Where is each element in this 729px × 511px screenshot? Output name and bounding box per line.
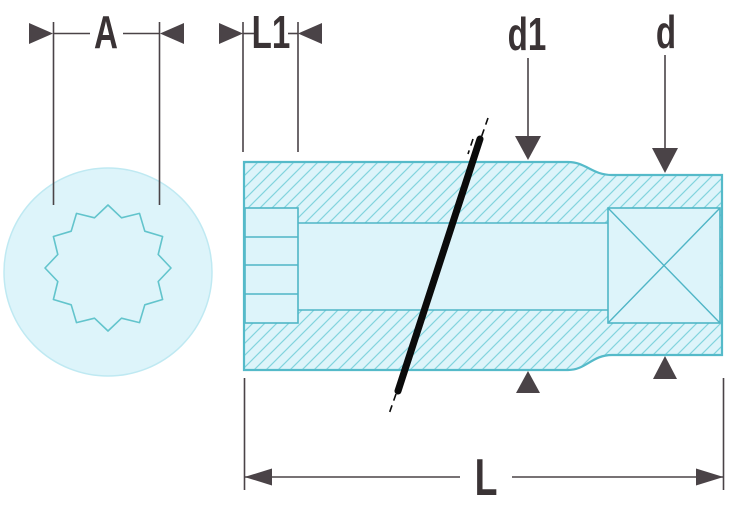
twelve-point-opening-outline	[44, 204, 172, 332]
dim-d1-arrow-up-icon	[516, 371, 540, 393]
break-line	[388, 117, 489, 415]
dim-a-arrow-left-icon	[29, 23, 53, 44]
dim-d-arrow-down-icon	[652, 148, 678, 173]
front-view	[3, 167, 213, 377]
socket-body-outline	[242, 160, 724, 372]
break-line-thick	[394, 135, 484, 395]
socket-mouth	[244, 207, 299, 324]
dim-d-arrow-up-icon	[653, 356, 677, 379]
square-drive	[607, 207, 721, 324]
dimension-L1: L1	[219, 8, 322, 152]
dimension-A: A	[29, 8, 184, 205]
dimension-d1: d1	[508, 10, 547, 393]
label-A: A	[94, 8, 118, 58]
section-view	[242, 117, 724, 415]
dimension-d: d	[652, 8, 678, 379]
dim-l-arrow-left-icon	[244, 468, 272, 486]
bore-cavity	[298, 223, 608, 310]
dim-a-arrow-right-icon	[160, 23, 184, 44]
break-line-thin-top	[479, 117, 489, 142]
break-line-thin-bottom2	[398, 377, 405, 394]
socket-face-circle	[3, 167, 213, 377]
dim-l1-arrow-left-icon	[219, 23, 243, 44]
dim-l1-arrow-right-icon	[298, 23, 322, 44]
label-L: L	[475, 448, 498, 507]
break-line-thin-bottom	[388, 393, 397, 415]
dim-d1-arrow-down-icon	[515, 136, 541, 160]
label-d: d	[656, 8, 676, 58]
label-d1: d1	[508, 10, 547, 60]
square-drive-diagonal	[607, 207, 721, 324]
break-line-thin-top2	[467, 138, 474, 155]
dimension-L: L	[243, 378, 725, 507]
dim-l-arrow-right-icon	[696, 468, 724, 486]
label-L1: L1	[252, 8, 291, 58]
